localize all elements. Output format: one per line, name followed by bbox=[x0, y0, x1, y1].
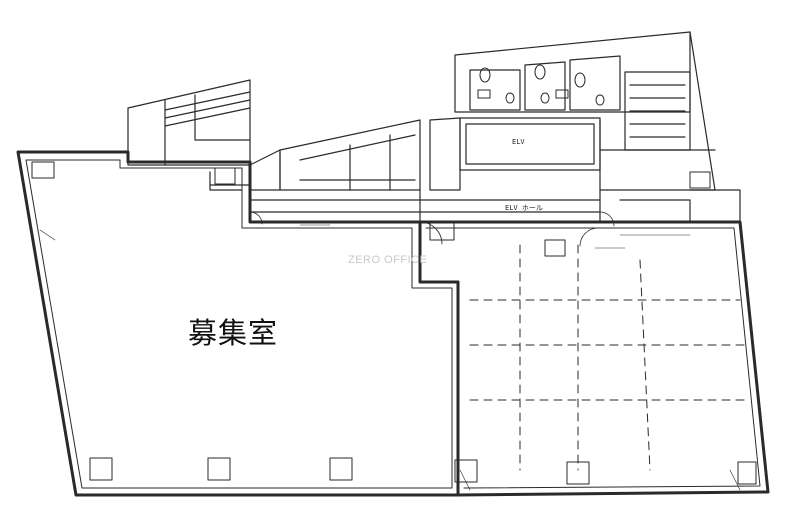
elevator-hall-label: ELV ホール bbox=[505, 204, 543, 212]
watermark-text: ZERO OFFICE bbox=[348, 254, 428, 266]
sanitary-fixtures bbox=[477, 64, 605, 106]
elevator-shaft bbox=[429, 117, 601, 191]
door-swings bbox=[249, 211, 615, 247]
vacancy-room-label: 募集室 bbox=[188, 316, 279, 350]
core-area bbox=[249, 119, 601, 223]
upper-core bbox=[454, 31, 741, 223]
column-grid bbox=[469, 244, 751, 471]
left-stair bbox=[127, 79, 251, 191]
annotation-marks bbox=[39, 224, 741, 491]
bottom-columns bbox=[31, 161, 757, 485]
right-office-wall bbox=[418, 220, 770, 497]
elevator-label: ELV bbox=[512, 138, 525, 146]
